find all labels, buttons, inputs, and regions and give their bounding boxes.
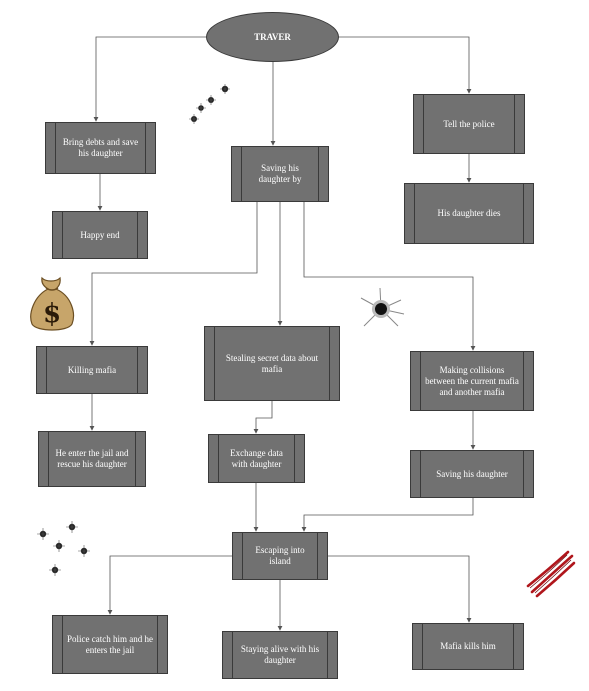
edge-root-bring-debts bbox=[93, 36, 206, 122]
node-mafia-kills-him[interactable]: Mafia kills him bbox=[412, 623, 524, 670]
node-label: He enter the jail and rescue his daughte… bbox=[55, 448, 129, 469]
node-label: Mafia kills him bbox=[440, 641, 496, 651]
bullet-holes-icon bbox=[37, 521, 90, 576]
edge-saving-by-killing bbox=[89, 202, 258, 346]
edge-escaping-police bbox=[107, 555, 232, 615]
node-label: Escaping into island bbox=[255, 545, 305, 566]
edge-escaping-mafia-kills bbox=[328, 555, 472, 623]
node-saving-his-daughter[interactable]: Saving his daughter bbox=[410, 450, 534, 498]
svg-text:$: $ bbox=[43, 299, 61, 329]
node-police-catch-him[interactable]: Police catch him and he enters the jail bbox=[52, 615, 168, 674]
bullet-holes-icon bbox=[189, 84, 230, 124]
node-stealing-secret-data[interactable]: Stealing secret data about mafia bbox=[204, 326, 340, 401]
node-label: His daughter dies bbox=[437, 208, 501, 218]
node-label: Exchange data with daughter bbox=[230, 447, 283, 469]
edge-saving-by-collisions bbox=[303, 202, 476, 351]
node-bring-debts[interactable]: Bring debts and save his daughter bbox=[45, 122, 156, 174]
edge-root-tell-police bbox=[339, 36, 472, 94]
edge-stealing-exchange bbox=[253, 401, 273, 434]
node-label: Bring debts and save his daughter bbox=[62, 137, 139, 158]
node-label: Saving his daughter by bbox=[258, 163, 302, 184]
node-label: Tell the police bbox=[443, 118, 495, 129]
node-label: Stealing secret data about mafia bbox=[225, 352, 319, 374]
edge-saving-escaping bbox=[301, 498, 474, 532]
claw-scratch-icon bbox=[526, 550, 576, 598]
node-staying-alive[interactable]: Staying alive with his daughter bbox=[222, 631, 338, 679]
node-making-collisions[interactable]: Making collisions between the current ma… bbox=[410, 351, 534, 411]
node-label: Happy end bbox=[80, 229, 120, 240]
node-traver[interactable]: TRAVER bbox=[206, 12, 339, 62]
node-escaping-into-island[interactable]: Escaping into island bbox=[232, 532, 328, 580]
node-label: TRAVER bbox=[254, 32, 291, 42]
node-label: Making collisions between the current ma… bbox=[425, 364, 519, 397]
node-saving-his-daughter-by[interactable]: Saving his daughter by bbox=[231, 146, 329, 202]
node-label: Saving his daughter bbox=[436, 468, 508, 479]
node-tell-the-police[interactable]: Tell the police bbox=[413, 94, 525, 154]
node-happy-end[interactable]: Happy end bbox=[52, 211, 148, 259]
node-label: Killing mafia bbox=[67, 364, 117, 375]
node-he-enter-the-jail[interactable]: He enter the jail and rescue his daughte… bbox=[38, 431, 146, 487]
node-label: Staying alive with his daughter bbox=[240, 644, 320, 665]
bullet-hole-icon bbox=[360, 287, 405, 327]
node-label: Police catch him and he enters the jail bbox=[67, 633, 153, 655]
node-his-daughter-dies[interactable]: His daughter dies bbox=[404, 183, 534, 244]
node-exchange-data[interactable]: Exchange data with daughter bbox=[208, 434, 305, 483]
money-bag-icon: $ bbox=[30, 276, 75, 331]
node-killing-mafia[interactable]: Killing mafia bbox=[36, 346, 148, 394]
